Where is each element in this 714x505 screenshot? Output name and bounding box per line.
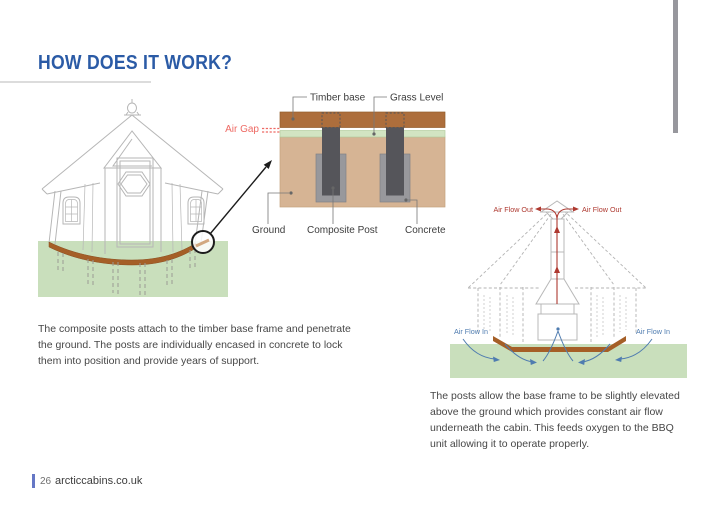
caption-right: The posts allow the base frame to be sli…: [430, 390, 680, 450]
grass-level-label: Grass Level: [390, 93, 443, 104]
title-underline: [0, 81, 151, 83]
cabin-outline: [41, 99, 224, 254]
footer-accent-bar: [32, 474, 35, 488]
page-number: 26: [40, 476, 52, 487]
concrete-label: Concrete: [405, 225, 446, 236]
airflow-out-arrows: [535, 206, 579, 304]
leader-lines: [267, 96, 418, 224]
timber-base-band-right: [493, 336, 626, 352]
cabin-silhouette-dashed: [467, 206, 647, 342]
wall-texture-dashed: [483, 295, 627, 337]
page-title: HOW DOES IT WORK?: [38, 52, 233, 74]
cross-section-diagram: Air Gap Timber base Grass Level Ground C…: [225, 93, 446, 237]
air-flow-in-right-label: Air Flow In: [636, 327, 670, 336]
caption-left: The composite posts attach to the timber…: [38, 323, 351, 367]
air-gap-dashes: [262, 127, 281, 133]
air-flow-in-left-label: Air Flow In: [454, 327, 488, 336]
air-gap-label: Air Gap: [225, 124, 259, 135]
composite-post-2: [386, 127, 404, 196]
cabin-illustration: [38, 99, 272, 297]
post-hidden-top-2: [385, 112, 405, 128]
page-edge-strip: [673, 0, 678, 133]
website-url: arcticcabins.co.uk: [55, 475, 143, 487]
timber-base-label: Timber base: [310, 93, 366, 104]
air-flow-out-left-label: Air Flow Out: [493, 205, 533, 214]
airflow-diagram: Air Flow Out Air Flow Out Air Flow In: [450, 200, 687, 378]
timber-base-bar: [279, 111, 446, 128]
zoom-arrow: [209, 160, 272, 235]
post-hidden-top-1: [321, 112, 341, 128]
ground-block: [279, 136, 446, 208]
air-flow-out-right-label: Air Flow Out: [582, 205, 622, 214]
grass-level-strip: [279, 130, 446, 138]
magnified-base-detail: [195, 238, 210, 248]
composite-post-1: [322, 127, 340, 196]
airflow-in-arrowheads: [493, 327, 622, 365]
buried-posts-dashed: [57, 249, 196, 295]
ground-label: Ground: [252, 225, 285, 236]
composite-post-label: Composite Post: [307, 225, 378, 236]
leader-dots: [289, 117, 408, 202]
